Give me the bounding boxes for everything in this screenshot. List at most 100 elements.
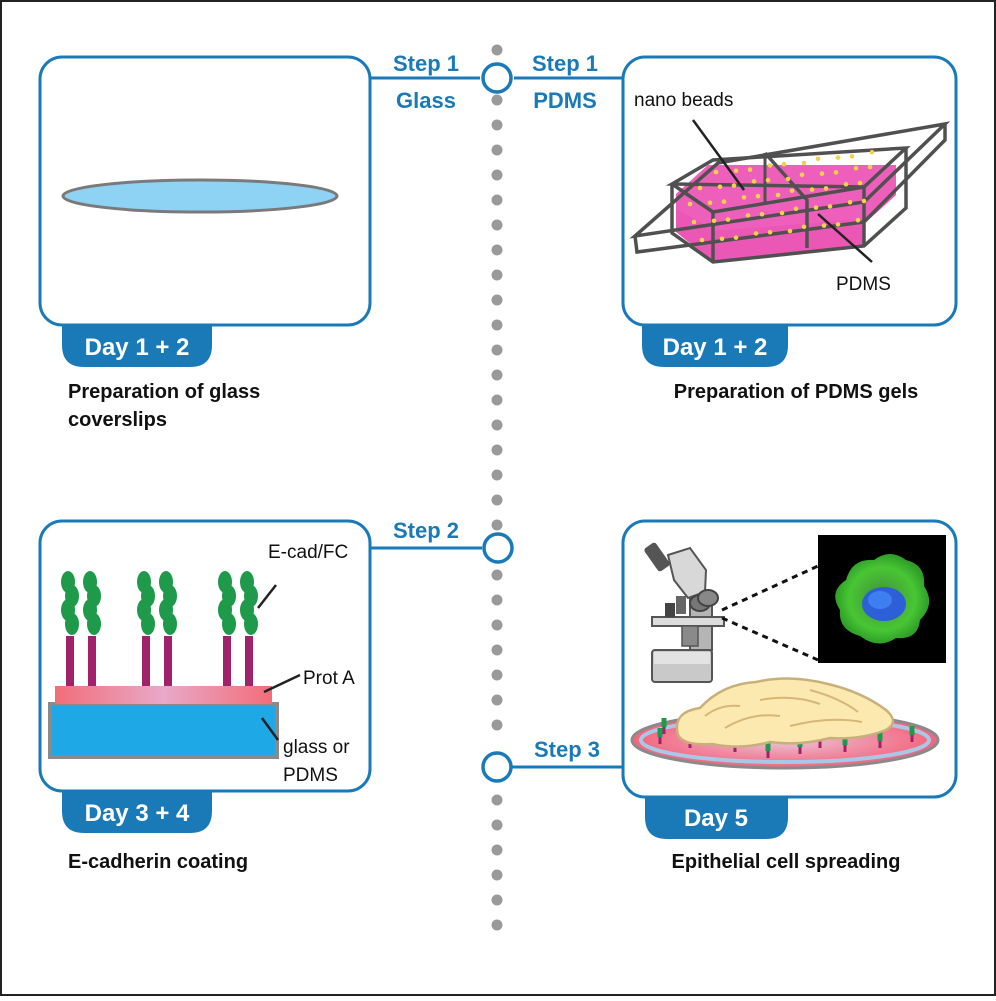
timeline-dot (491, 44, 503, 56)
timeline-dot (491, 169, 503, 181)
timeline-dot (491, 144, 503, 156)
timeline-dot (491, 344, 503, 356)
day-tab (645, 797, 788, 839)
day-label: Day 5 (684, 805, 748, 832)
step1-pdms-material: PDMS (533, 88, 597, 113)
ecad-fc-molecule (83, 571, 101, 686)
nano-bead (799, 172, 805, 178)
step1-glass-material: Glass (396, 88, 456, 113)
nano-bead (717, 184, 723, 190)
nano-bead (861, 198, 867, 204)
timeline-dot (491, 444, 503, 456)
glass-coverslip-shape (61, 178, 339, 214)
timeline-dot (491, 369, 503, 381)
nano-bead (853, 165, 859, 171)
nano-bead (809, 187, 815, 192)
step2-connector: Step 2 (370, 518, 514, 564)
label-substrate-line2: PDMS (283, 765, 338, 786)
caption: Epithelial cell spreading (672, 851, 901, 873)
step1-glass-label: Step 1 (393, 51, 459, 76)
step1-connector: Step 1 Glass Step 1 PDMS (370, 51, 623, 113)
surface-ecad-marker (661, 718, 667, 734)
nano-bead (767, 229, 773, 235)
ecad-fc-molecule (218, 571, 236, 686)
timeline-node-step2 (482, 532, 514, 564)
nano-bead (827, 204, 833, 209)
step1-pdms-label: Step 1 (532, 51, 598, 76)
nano-bead (843, 181, 849, 187)
nano-bead (835, 222, 841, 227)
caption-line1: Preparation of glass (68, 381, 260, 403)
timeline-dot (491, 94, 503, 106)
step2-label: Step 2 (393, 518, 459, 543)
day-tab (62, 791, 212, 833)
timeline-dot (491, 394, 503, 406)
label-ecad-fc: E-cad/FC (268, 542, 348, 563)
nano-bead (847, 199, 853, 205)
caption: Preparation of PDMS gels (674, 381, 919, 403)
timeline-dot (491, 894, 503, 906)
protein-a-layer (55, 686, 272, 704)
timeline-dot (491, 419, 503, 431)
caption: E-cadherin coating (68, 851, 248, 873)
nano-bead (713, 169, 719, 175)
timeline-dot (491, 794, 503, 806)
nano-bead (787, 228, 793, 234)
nano-bead (785, 176, 791, 182)
panel-e-cadherin-coating: E-cad/FC Prot A glass or PDMS Day 3 + 4 … (38, 519, 372, 873)
e-cadherin-fc-molecules (61, 571, 258, 686)
nano-bead (801, 224, 807, 230)
timeline-dot (491, 844, 503, 856)
day-label: Day 1 + 2 (663, 334, 768, 361)
nano-bead (819, 171, 825, 176)
nano-bead (733, 235, 739, 240)
timeline-dot (491, 319, 503, 331)
panel-glass-preparation: Day 1 + 2 Preparation of glass coverslip… (38, 55, 372, 431)
nano-bead (823, 186, 829, 191)
nano-bead (753, 231, 759, 236)
timeline-node-step3 (481, 751, 513, 783)
timeline-dot (491, 919, 503, 931)
timeline-dot (491, 569, 503, 581)
nano-bead (765, 177, 771, 183)
timeline-dot (491, 294, 503, 306)
timeline-dotted-line (491, 44, 503, 931)
nano-bead (759, 211, 765, 217)
ecad-fc-molecule (137, 571, 155, 686)
nano-bead (835, 155, 841, 160)
label-prot-a: Prot A (303, 668, 355, 689)
nano-bead (775, 192, 781, 198)
ecad-fc-molecule (61, 571, 79, 686)
timeline-dot (491, 619, 503, 631)
nano-bead (789, 188, 795, 194)
nano-bead (855, 217, 861, 223)
nano-bead (849, 154, 855, 159)
nano-bead (793, 206, 799, 212)
nano-bead (707, 200, 713, 206)
step3-label: Step 3 (534, 737, 600, 762)
nano-bead (697, 185, 703, 191)
surface-ecad-marker (842, 736, 848, 752)
nano-bead (781, 161, 787, 167)
pdms-gel-slide-illustration (629, 119, 951, 264)
ecad-fc-molecule (240, 571, 258, 686)
day-label: Day 3 + 4 (85, 800, 190, 827)
nano-bead (801, 160, 807, 166)
nano-bead (699, 237, 705, 243)
nano-bead (815, 156, 821, 162)
label-nano-beads: nano beads (634, 90, 733, 111)
timeline-dot (491, 594, 503, 606)
surface-ecad-marker (765, 742, 771, 758)
timeline-dot (491, 244, 503, 256)
nano-bead (755, 193, 761, 199)
timeline-node-step1 (481, 62, 513, 94)
step3-connector: Step 3 (481, 737, 623, 783)
nano-bead (745, 213, 751, 218)
panel-epithelial-cell-spreading: Day 5 Epithelial cell spreading (621, 519, 958, 873)
timeline-dot (491, 694, 503, 706)
day-tab (62, 325, 212, 367)
caption-line2: coverslips (68, 409, 167, 431)
spreading-cell-illustration (630, 677, 940, 770)
timeline-dot (491, 269, 503, 281)
